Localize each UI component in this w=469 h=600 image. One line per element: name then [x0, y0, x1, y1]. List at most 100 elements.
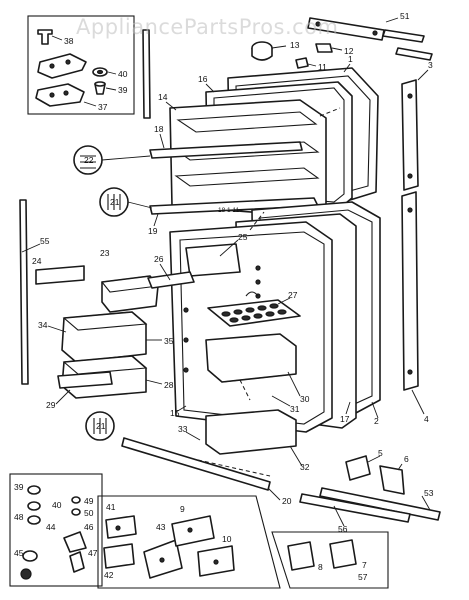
callout-14: 14 — [158, 92, 168, 102]
hinge-washer-hole — [96, 69, 104, 75]
leader-line — [205, 83, 215, 93]
butter-compartment — [185, 243, 241, 277]
hardware-inset-box — [9, 473, 103, 587]
leader-line — [47, 325, 67, 333]
callout-22: 22 — [84, 155, 94, 165]
top-hinge-bracket-lower — [395, 47, 433, 61]
detail-hatching — [80, 155, 96, 169]
callout-40-bottom: 40 — [52, 500, 62, 510]
detail-circle-22 — [73, 145, 103, 175]
egg-cup — [241, 315, 251, 321]
hardware-nut — [71, 496, 81, 504]
leader-line — [277, 297, 291, 305]
leader-line — [417, 69, 429, 81]
assembly-dash — [319, 107, 341, 117]
callout-5: 5 — [378, 448, 383, 458]
callout-56: 56 — [338, 524, 348, 534]
egg-tray-handle — [245, 291, 259, 297]
hinge-plate-hole — [213, 559, 219, 565]
hardware-spacer — [27, 515, 41, 525]
callout-37: 37 — [98, 102, 108, 112]
leader-line — [385, 17, 399, 23]
leader-line — [421, 495, 431, 511]
callout-55: 55 — [40, 236, 50, 246]
egg-cup — [233, 309, 243, 315]
egg-cup — [253, 313, 263, 319]
egg-cup — [269, 303, 279, 309]
callout-13: 13 — [290, 40, 300, 50]
freezer-liner-shelf-top — [176, 111, 318, 133]
callout-41: 41 — [106, 502, 116, 512]
callout-15: 15 — [170, 408, 180, 418]
alt-hinge-plate-left — [287, 541, 315, 571]
leader-line — [159, 133, 165, 149]
callout-42: 42 — [104, 570, 114, 580]
leader-line — [267, 487, 281, 501]
callout-32: 32 — [300, 462, 310, 472]
egg-cup — [221, 311, 231, 317]
liner-stud — [183, 337, 189, 343]
hinge-plate-upper — [37, 53, 87, 79]
hinge-inset-box — [27, 15, 135, 115]
callout-29: 29 — [46, 400, 56, 410]
callout-12: 12 — [344, 46, 354, 56]
fresh-food-liner-inner — [179, 231, 325, 425]
hinge-plate-hole — [115, 525, 121, 531]
leader-line — [371, 401, 379, 419]
upper-bin-body — [61, 311, 147, 363]
hardware-screw — [20, 568, 32, 580]
leader-line — [333, 505, 345, 527]
leader-line — [411, 389, 425, 415]
egg-cup — [265, 311, 275, 317]
callout-27: 27 — [288, 290, 298, 300]
callout-labels: 38 40 39 37 51 13 12 11 1 3 16 14 18 22 … — [14, 11, 434, 582]
callout-4: 4 — [424, 414, 429, 424]
callout-39-bottom: 39 — [14, 482, 24, 492]
leader-line — [145, 379, 163, 385]
callout-6: 6 — [404, 454, 409, 464]
freezer-door-shelf-bar — [149, 141, 303, 159]
hardware-pin — [69, 551, 85, 573]
leader-line — [55, 389, 71, 405]
freezer-door-assembly — [149, 67, 379, 217]
hardware-bracket — [63, 531, 87, 553]
hinge-bushing-top — [94, 81, 106, 87]
leader-line — [287, 371, 301, 397]
liner-stud — [255, 265, 261, 271]
callout-10: 10 — [222, 534, 232, 544]
door-stop-clip — [295, 57, 309, 69]
liner-stud — [255, 279, 261, 285]
callout-26: 26 — [154, 254, 164, 264]
leader-line — [127, 201, 153, 209]
bottom-hinge-bar-short — [299, 493, 411, 523]
egg-cup — [257, 305, 267, 311]
bottom-hinge-plate-a — [105, 515, 137, 539]
callout-18: 18 — [154, 124, 164, 134]
callout-43: 43 — [156, 522, 166, 532]
callout-16: 16 — [198, 74, 208, 84]
callout-2: 2 — [374, 416, 379, 426]
leader-line — [271, 395, 291, 407]
hinge-bolt-shape — [37, 29, 53, 45]
callout-20: 20 — [282, 496, 292, 506]
lower-bin-rim — [62, 355, 148, 375]
callout-51: 51 — [400, 11, 410, 21]
bottom-hinge-bar-long — [319, 487, 441, 521]
hinge-shim-plate — [379, 465, 405, 495]
leader-line — [397, 463, 403, 471]
egg-tray-cups — [221, 303, 287, 323]
hardware-cap — [27, 485, 41, 495]
hardware-washer — [27, 501, 41, 511]
callout-25: 25 — [238, 232, 248, 242]
door-stop-pad — [315, 43, 333, 53]
leader-line — [105, 87, 117, 91]
stacked-door-bin-upper — [61, 311, 148, 363]
hardware-inset-border — [9, 473, 103, 587]
callout-34: 34 — [38, 320, 48, 330]
callout-17: 17 — [340, 414, 350, 424]
leader-line — [21, 243, 41, 253]
callout-38: 38 — [64, 36, 74, 46]
callout-7: 7 — [362, 560, 367, 570]
leader-line — [343, 63, 351, 73]
hinge-cover-hole — [407, 173, 413, 179]
